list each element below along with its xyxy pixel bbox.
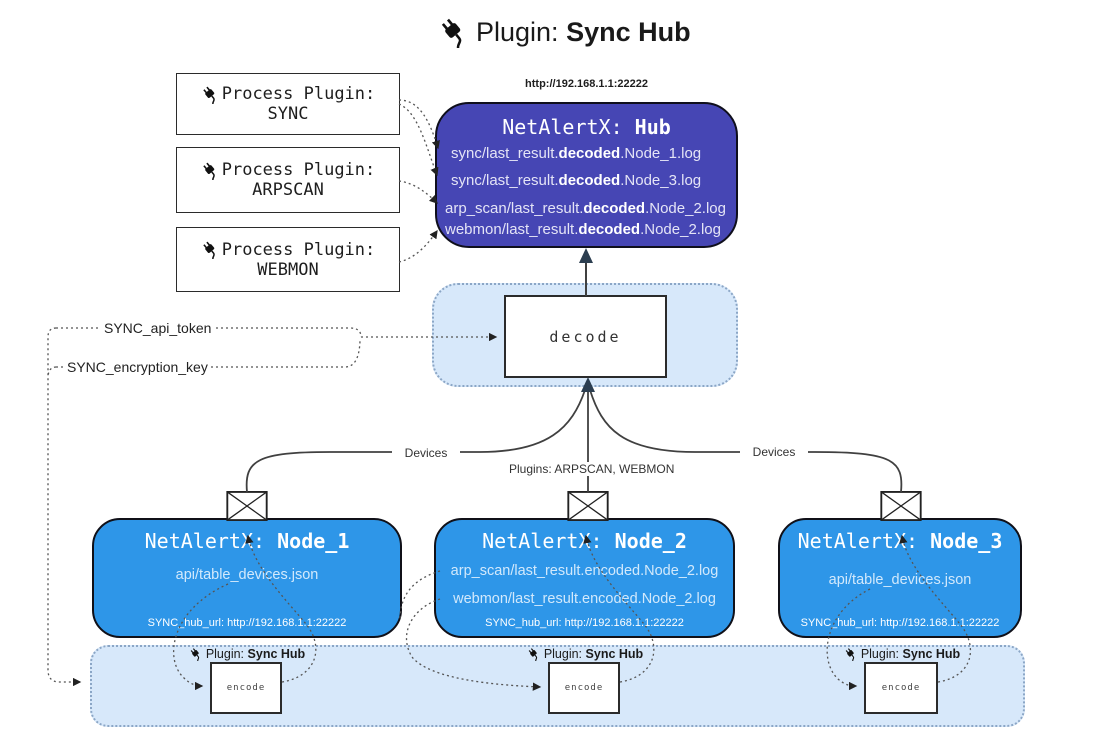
hub-log-line: sync/last_result.decoded.Node_1.log (451, 145, 702, 162)
devices-right-label: Devices (740, 445, 808, 459)
edge-secrets-down-left (47, 327, 82, 687)
edge-sync-to-hub-1 (398, 99, 440, 150)
node-title: NetAlertX: Node_1 (144, 529, 350, 553)
node-title: NetAlertX: Node_2 (482, 529, 687, 553)
node-hub-url: SYNC_hub_url: http://192.168.1.1:22222 (147, 617, 347, 629)
plug-icon (527, 647, 541, 661)
envelope-icon (567, 491, 609, 521)
sync-encryption-key-label: SYNC_encryption_key (64, 359, 211, 375)
node-file: arp_scan/last_result.encoded.Node_2.log (450, 563, 719, 579)
process-plugin-name: WEBMON (257, 259, 319, 280)
node2-box: NetAlertX: Node_2 arp_scan/last_result.e… (434, 518, 735, 638)
page-title: Plugin: Sync Hub (438, 16, 691, 49)
node-file: api/table_devices.json (175, 567, 319, 583)
plug-icon (189, 647, 203, 661)
encode-section-label: Plugin: Sync Hub (515, 646, 655, 661)
process-plugin-label: Process Plugin: (221, 84, 376, 104)
process-plugin-sync-box: Process Plugin: SYNC (176, 73, 400, 135)
encode-section-label: Plugin: Sync Hub (177, 646, 317, 661)
process-plugin-arpscan-box: Process Plugin: ARPSCAN (176, 147, 400, 213)
arrowhead-into-hub (579, 248, 593, 263)
plugins-mid-label: Plugins: ARPSCAN, WEBMON (506, 462, 676, 476)
edge-webmon-to-hub (398, 229, 438, 263)
process-plugin-name: SYNC (267, 104, 309, 124)
plug-icon (201, 85, 220, 105)
edge-sync-to-hub-2 (398, 103, 439, 177)
envelope-icon (880, 491, 922, 521)
encode-box: encode (864, 662, 938, 714)
encode-box: encode (548, 662, 620, 714)
hub-title: NetAlertX: Hub (502, 115, 671, 139)
plug-icon (438, 16, 470, 49)
process-plugin-label: Process Plugin: (221, 239, 376, 260)
plug-icon (201, 240, 220, 260)
encode-box: encode (210, 662, 282, 714)
node-hub-url: SYNC_hub_url: http://192.168.1.1:22222 (485, 617, 684, 629)
node3-box: NetAlertX: Node_3 api/table_devices.json… (778, 518, 1022, 638)
edge-node3-to-decode (589, 389, 903, 493)
edge-node1-to-decode (245, 389, 586, 493)
process-plugin-label: Process Plugin: (221, 160, 376, 180)
node1-box: NetAlertX: Node_1 api/table_devices.json… (92, 518, 402, 638)
plug-icon (844, 647, 858, 661)
sync-api-token-label: SYNC_api_token (101, 320, 215, 336)
hub-log-line: arp_scan/last_result.decoded.Node_2.log (445, 200, 726, 217)
encode-section-label: Plugin: Sync Hub (832, 646, 972, 661)
devices-left-label: Devices (392, 446, 460, 460)
node-file: webmon/last_result.encoded.Node_2.log (453, 591, 716, 607)
hub-url-label: http://192.168.1.1:22222 (525, 78, 648, 90)
plug-icon (201, 161, 220, 181)
node-title: NetAlertX: Node_3 (797, 529, 1003, 553)
hub-log-line: sync/last_result.decoded.Node_3.log (451, 172, 702, 189)
process-plugin-name: ARPSCAN (252, 180, 324, 200)
envelope-icon (226, 491, 268, 521)
page-title-text: Plugin: Sync Hub (476, 16, 691, 47)
process-plugin-webmon-box: Process Plugin: WEBMON (176, 227, 400, 292)
edge-arpscan-to-hub (398, 180, 438, 204)
hub-log-line: webmon/last_result.decoded.Node_2.log (445, 221, 721, 238)
edge-encryption-key-corner (47, 366, 57, 377)
decode-box: decode (504, 295, 667, 378)
hub-box: NetAlertX: Hub sync/last_result.decoded.… (435, 102, 738, 248)
node-file: api/table_devices.json (828, 572, 972, 588)
node-hub-url: SYNC_hub_url: http://192.168.1.1:22222 (800, 617, 1000, 629)
